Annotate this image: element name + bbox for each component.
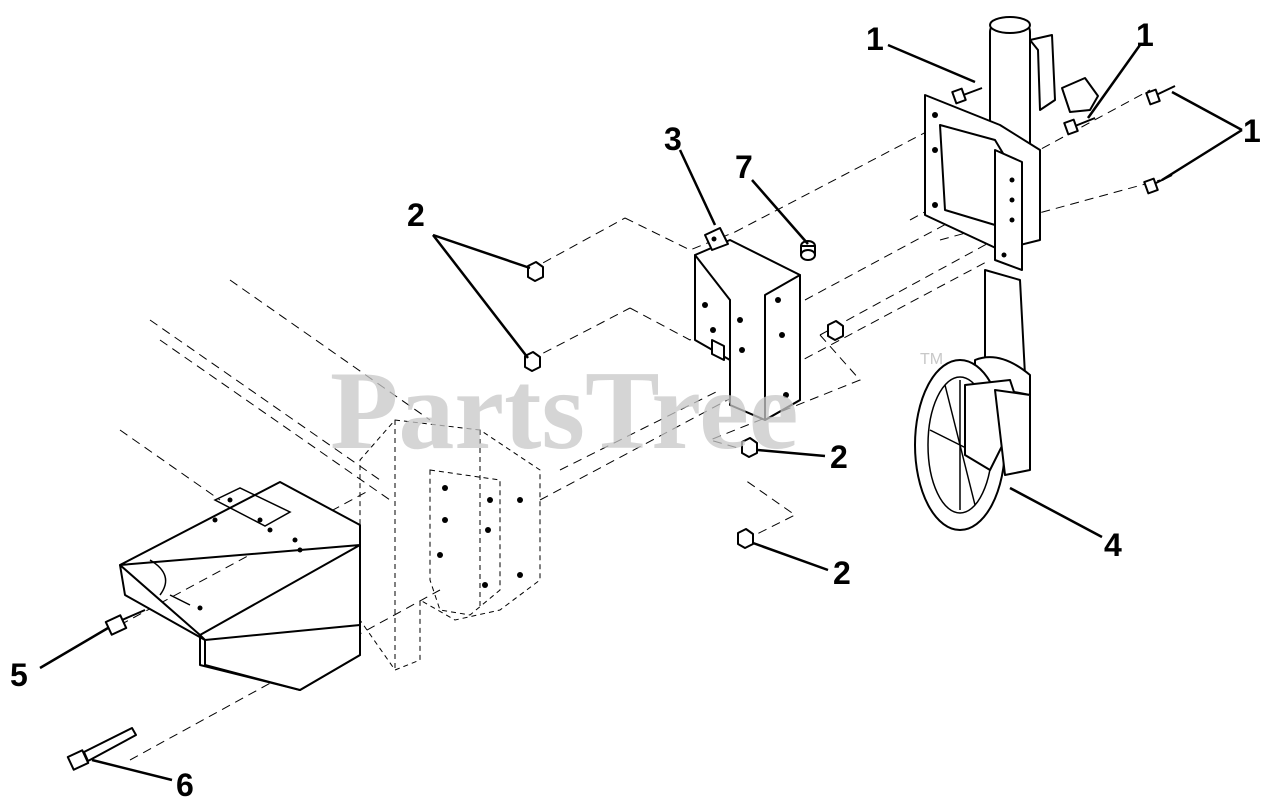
nut (527, 261, 544, 282)
nut (737, 528, 754, 549)
watermark-text: PartsTree (330, 349, 799, 473)
spacer-part-7 (800, 240, 816, 261)
bolt-part-5 (104, 609, 146, 636)
watermark-tm: TM (920, 351, 943, 368)
bolt (1143, 174, 1173, 195)
callout-1-c: 1 (1243, 113, 1261, 149)
nut (524, 351, 541, 372)
bolt (1145, 85, 1176, 106)
bolt (1063, 117, 1096, 136)
watermark: PartsTree TM (330, 349, 943, 473)
callout-5: 5 (10, 657, 28, 693)
callout-1-a: 1 (866, 21, 884, 57)
nut (741, 437, 758, 458)
pin-part-6 (66, 727, 137, 771)
caster-wheel-assembly (914, 16, 1099, 531)
center-bracket (694, 227, 801, 421)
callout-7: 7 (735, 149, 753, 185)
leader-lines (39, 43, 1243, 782)
bolts-part-1 (951, 85, 1176, 195)
deck-frame-channel (119, 481, 361, 691)
callout-2-c: 2 (833, 555, 851, 591)
callout-6: 6 (176, 767, 194, 803)
bolt (951, 87, 983, 105)
nut (827, 320, 844, 341)
callout-4: 4 (1104, 527, 1122, 563)
callout-1-b: 1 (1136, 17, 1154, 53)
callout-2-b: 2 (830, 439, 848, 475)
callout-labels: 1 1 1 2 2 2 3 4 5 6 7 (10, 17, 1261, 803)
callout-3: 3 (664, 121, 682, 157)
callout-2-a: 2 (407, 197, 425, 233)
